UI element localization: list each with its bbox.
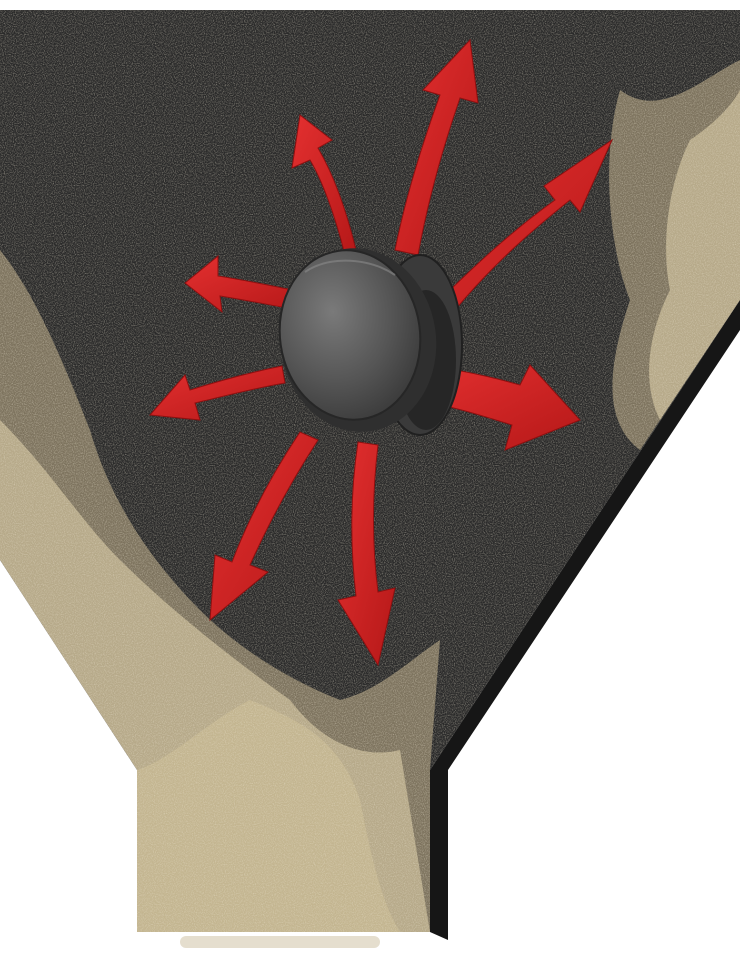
- falling-sand: [180, 936, 380, 948]
